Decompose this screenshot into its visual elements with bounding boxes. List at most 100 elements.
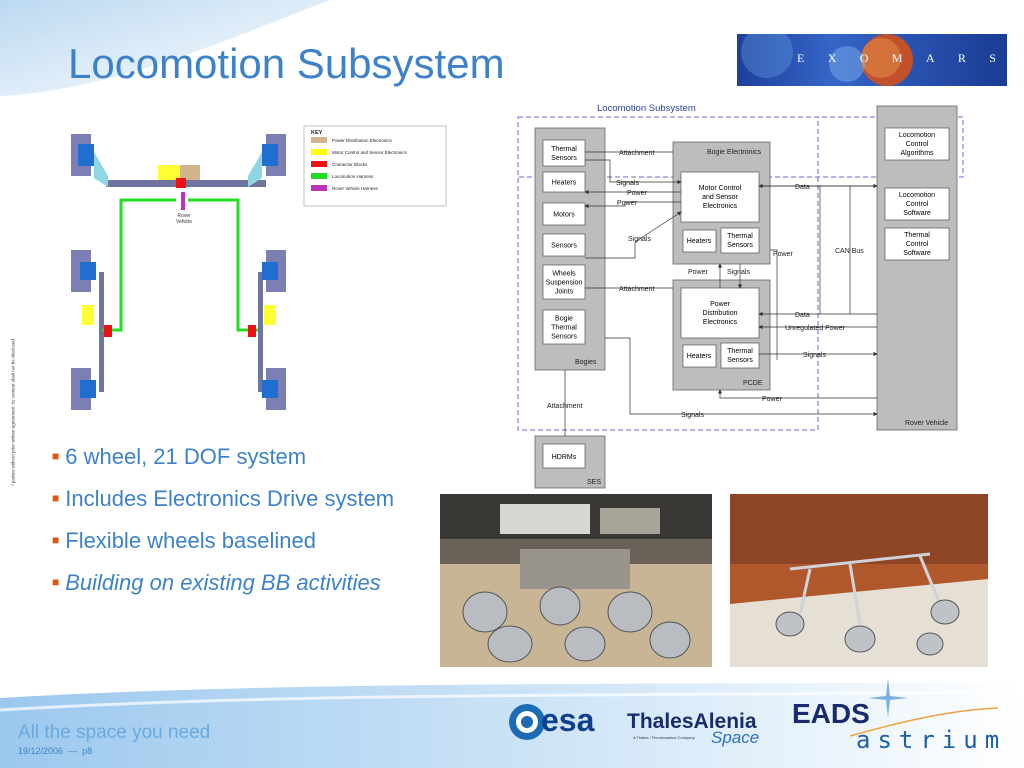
motor-control-block	[82, 305, 94, 325]
locomotion-block-diagram: Locomotion Subsystem Bogies ThermalSenso…	[517, 103, 964, 489]
esa-emblem-icon	[509, 704, 545, 740]
dashed-boundary-main	[517, 116, 819, 431]
locomotion-harness-left	[102, 198, 176, 332]
bullet-item: ■Flexible wheels baselined	[52, 526, 412, 559]
label-power: Power	[688, 269, 709, 276]
box-text: Locomotion	[899, 192, 935, 199]
thales-subline: A Thales / Finmeccanica Company	[633, 735, 695, 740]
bullet-square-icon: ■	[52, 533, 60, 547]
exomars-logo: E X O M A R S	[737, 34, 1007, 86]
key-label: Connector Blocks	[332, 162, 368, 167]
footer-separator: —	[68, 746, 78, 756]
bullet-text: Includes Electronics Drive system	[65, 486, 395, 511]
rover-vehicle-harness	[181, 192, 185, 210]
wheel-icon	[262, 368, 286, 410]
box-text: Thermal	[727, 233, 753, 240]
bogie-item-box	[542, 309, 586, 345]
label-unregulated-power: Unregulated Power	[785, 325, 846, 332]
label-power: Power	[627, 190, 648, 197]
rover-vehicle-title: Rover Vehicle	[905, 420, 948, 427]
key-swatch	[311, 137, 327, 143]
key-label: Locomotion Harness	[332, 174, 374, 179]
box-text: Sensors	[727, 357, 753, 364]
rover-vehicle-label: Vehicle	[176, 219, 192, 225]
key-label: Power Distribution Electronics	[332, 138, 393, 143]
box-text: Software	[903, 250, 931, 257]
rover-vehicle-item-box	[884, 127, 950, 161]
exomars-letter: X	[827, 51, 838, 65]
footer-page-info: 19/12/2006 — p8	[18, 746, 92, 756]
rover-vehicle-item-box	[884, 187, 950, 221]
motor-control-block	[264, 305, 276, 325]
label-power: Power	[773, 251, 794, 258]
exomars-letter: R	[957, 51, 967, 65]
exomars-letter: S	[989, 51, 997, 65]
box-text: Power	[710, 301, 731, 308]
locomotion-harness-right	[188, 198, 258, 332]
confidentiality-note: l parties without prior written agreemen…	[6, 300, 20, 490]
connector-block	[176, 178, 186, 188]
hdrms-box	[542, 443, 586, 469]
wheel-icon	[71, 250, 96, 292]
box-text: Heaters	[687, 238, 712, 245]
motor-control-box	[680, 171, 760, 223]
box-text: Locomotion	[899, 132, 935, 139]
bullet-square-icon: ■	[52, 575, 60, 589]
label-attachment: Attachment	[619, 286, 654, 293]
exomars-letter: M	[891, 51, 904, 65]
label-signals: Signals	[727, 269, 750, 276]
footer-page-number: p8	[82, 746, 93, 756]
box-text: Thermal	[551, 325, 577, 332]
thales-wordmark: ThalesAlenia	[627, 710, 757, 733]
astrium-wordmark: astrium	[856, 726, 1007, 754]
rover-breadboard-photo-sand	[730, 494, 988, 667]
exomars-letter: O	[859, 51, 870, 65]
box-text: Electronics	[703, 319, 738, 326]
box-text: Suspension	[546, 280, 583, 287]
connector-block	[248, 325, 256, 337]
connector-block	[104, 325, 112, 337]
label-can-bus: CAN Bus	[835, 248, 864, 255]
eads-astrium-logo: EADS astrium	[790, 678, 999, 754]
box-text: Sensors	[551, 334, 577, 341]
key-label: Motor Control and Sensor Electronics	[332, 150, 408, 155]
label-power: Power	[762, 396, 783, 403]
key-swatch	[311, 173, 327, 179]
bullet-square-icon: ■	[52, 491, 60, 505]
bullet-item: ■6 wheel, 21 DOF system	[52, 442, 412, 475]
box-text: Control	[906, 241, 929, 248]
bogie-item-box	[542, 264, 586, 300]
box-text: Motor Control	[699, 185, 742, 192]
right-bogie-rail	[258, 272, 263, 392]
label-signals: Signals	[803, 352, 826, 359]
key-swatch	[311, 161, 327, 167]
rover-vehicle-item-box	[884, 227, 950, 261]
label-attachment: Attachment	[619, 150, 654, 157]
exomars-letter: E	[797, 51, 806, 65]
motor-control-block	[158, 165, 180, 180]
bogie-item-box	[542, 202, 586, 226]
be-heaters-box	[682, 229, 717, 253]
connector-line	[584, 201, 681, 209]
box-text: Heaters	[687, 353, 712, 360]
bogie-electronics-title: Bogie Electronics	[707, 149, 762, 156]
box-text: Sensors	[551, 155, 577, 162]
slide-title: Locomotion Subsystem	[68, 40, 505, 87]
ses-title: SES	[587, 479, 601, 486]
esa-wordmark: esa	[541, 702, 595, 738]
harness-key: KEY Power Distribution ElectronicsMotor …	[303, 125, 447, 207]
key-title: KEY	[311, 130, 323, 136]
box-text: Heaters	[552, 180, 577, 187]
exomars-letter: A	[925, 51, 936, 65]
bogie-item-box	[542, 171, 586, 193]
key-swatch	[311, 149, 327, 155]
wheel-icon	[71, 134, 108, 187]
bogie-item-box	[542, 233, 586, 257]
power-distribution-box	[680, 287, 760, 339]
footer-tagline: All the space you need	[18, 722, 211, 743]
be-thermal-box	[720, 227, 760, 254]
bullet-square-icon: ■	[52, 449, 60, 463]
key-swatch	[311, 185, 327, 191]
box-text: Thermal	[727, 348, 753, 355]
bullet-text: Building on existing BB activities	[65, 570, 381, 595]
